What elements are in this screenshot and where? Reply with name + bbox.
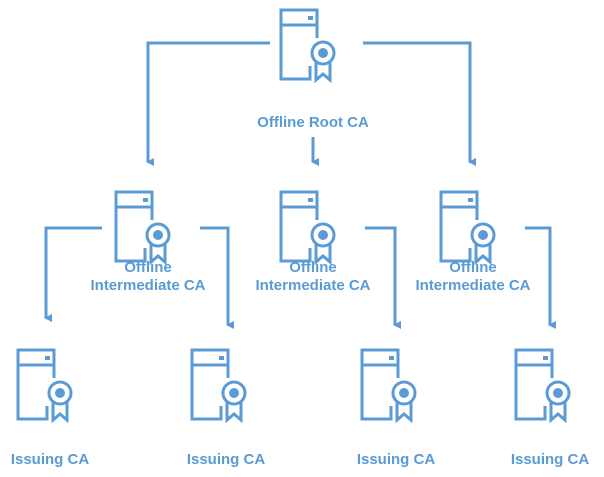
issuing-ca-label-line: Issuing CA [187, 451, 266, 468]
issuing-ca-node: Issuing CA [187, 348, 266, 468]
connector-arrow [146, 41, 270, 166]
issuing-ca-node: Issuing CA [11, 348, 90, 468]
issuing-ca-label-line: Issuing CA [11, 451, 90, 468]
intermediate-ca-label-line: Offline [124, 259, 172, 276]
intermediate-ca-label-line: Intermediate CA [90, 277, 205, 294]
issuing-ca-label: Issuing CA [357, 451, 436, 468]
connector-arrow [525, 226, 556, 329]
intermediate-ca-label-line: Offline [289, 259, 337, 276]
issuing-ca-node: Issuing CA [511, 348, 590, 468]
server-certificate-icon [360, 348, 417, 424]
connector-arrow [44, 226, 102, 322]
connector-arrow [365, 226, 401, 329]
server-certificate-icon [114, 190, 171, 266]
root-ca-label: Offline Root CA [257, 114, 369, 131]
intermediate-ca-label-line: Intermediate CA [415, 277, 530, 294]
connector-arrow [200, 226, 234, 329]
root-ca-node: Offline Root CA [257, 8, 369, 131]
root-ca-label-line: Offline Root CA [257, 114, 369, 131]
intermediate-ca-label-line: Offline [449, 259, 497, 276]
issuing-ca-label: Issuing CA [11, 451, 90, 468]
connectors [44, 41, 556, 329]
server-certificate-icon [279, 8, 336, 84]
issuing-ca-label: Issuing CA [187, 451, 266, 468]
issuing-ca-node: Issuing CA [357, 348, 436, 468]
server-certificate-icon [190, 348, 247, 424]
issuing-ca-label-line: Issuing CA [511, 451, 590, 468]
issuing-ca-label-line: Issuing CA [357, 451, 436, 468]
intermediate-ca-label-line: Intermediate CA [255, 277, 370, 294]
server-certificate-icon [439, 190, 496, 266]
server-certificate-icon [514, 348, 571, 424]
connector-arrow [363, 41, 476, 166]
issuing-ca-label: Issuing CA [511, 451, 590, 468]
server-certificate-icon [279, 190, 336, 266]
server-certificate-icon [16, 348, 73, 424]
